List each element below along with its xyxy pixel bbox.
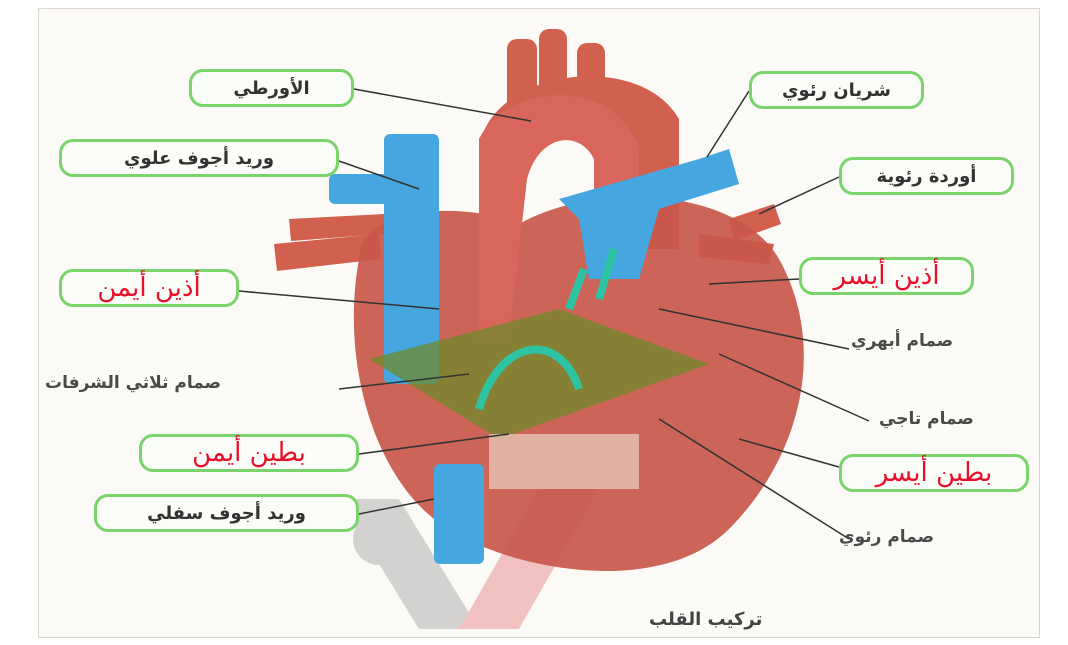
label-coronary-valve: صمام تاجي xyxy=(879,409,974,429)
label-superior-vena-cava: وريد أجوف علوي xyxy=(59,139,339,177)
figure-frame: الأورطي شريان رئوي وريد أجوف علوي أوردة … xyxy=(38,8,1040,638)
label-right-ventricle: بطين أيمن xyxy=(139,434,359,472)
label-left-atrium: أذين أيسر xyxy=(799,257,974,295)
label-aorta: الأورطي xyxy=(189,69,354,107)
label-pulmonary-valve: صمام رئوي xyxy=(839,527,934,547)
left-atrium-handwriting: أذين أيسر xyxy=(833,261,939,291)
left-ventricle-handwriting: بطين أيسر xyxy=(876,458,992,488)
label-left-ventricle: بطين أيسر xyxy=(839,454,1029,492)
label-bicuspid-valve: صمام أبهري xyxy=(851,331,953,351)
label-inferior-vena-cava: وريد أجوف سفلي xyxy=(94,494,359,532)
label-pulmonary-artery: شريان رئوي xyxy=(749,71,924,109)
label-pulmonary-veins: أوردة رئوية xyxy=(839,157,1014,195)
right-atrium-handwriting: أذين أيمن xyxy=(97,273,200,303)
label-right-atrium: أذين أيمن xyxy=(59,269,239,307)
figure-caption: تركيب القلب xyxy=(649,609,762,630)
right-ventricle-handwriting: بطين أيمن xyxy=(192,438,306,468)
label-tricuspid-valve: صمام ثلاثي الشرفات xyxy=(45,373,221,393)
